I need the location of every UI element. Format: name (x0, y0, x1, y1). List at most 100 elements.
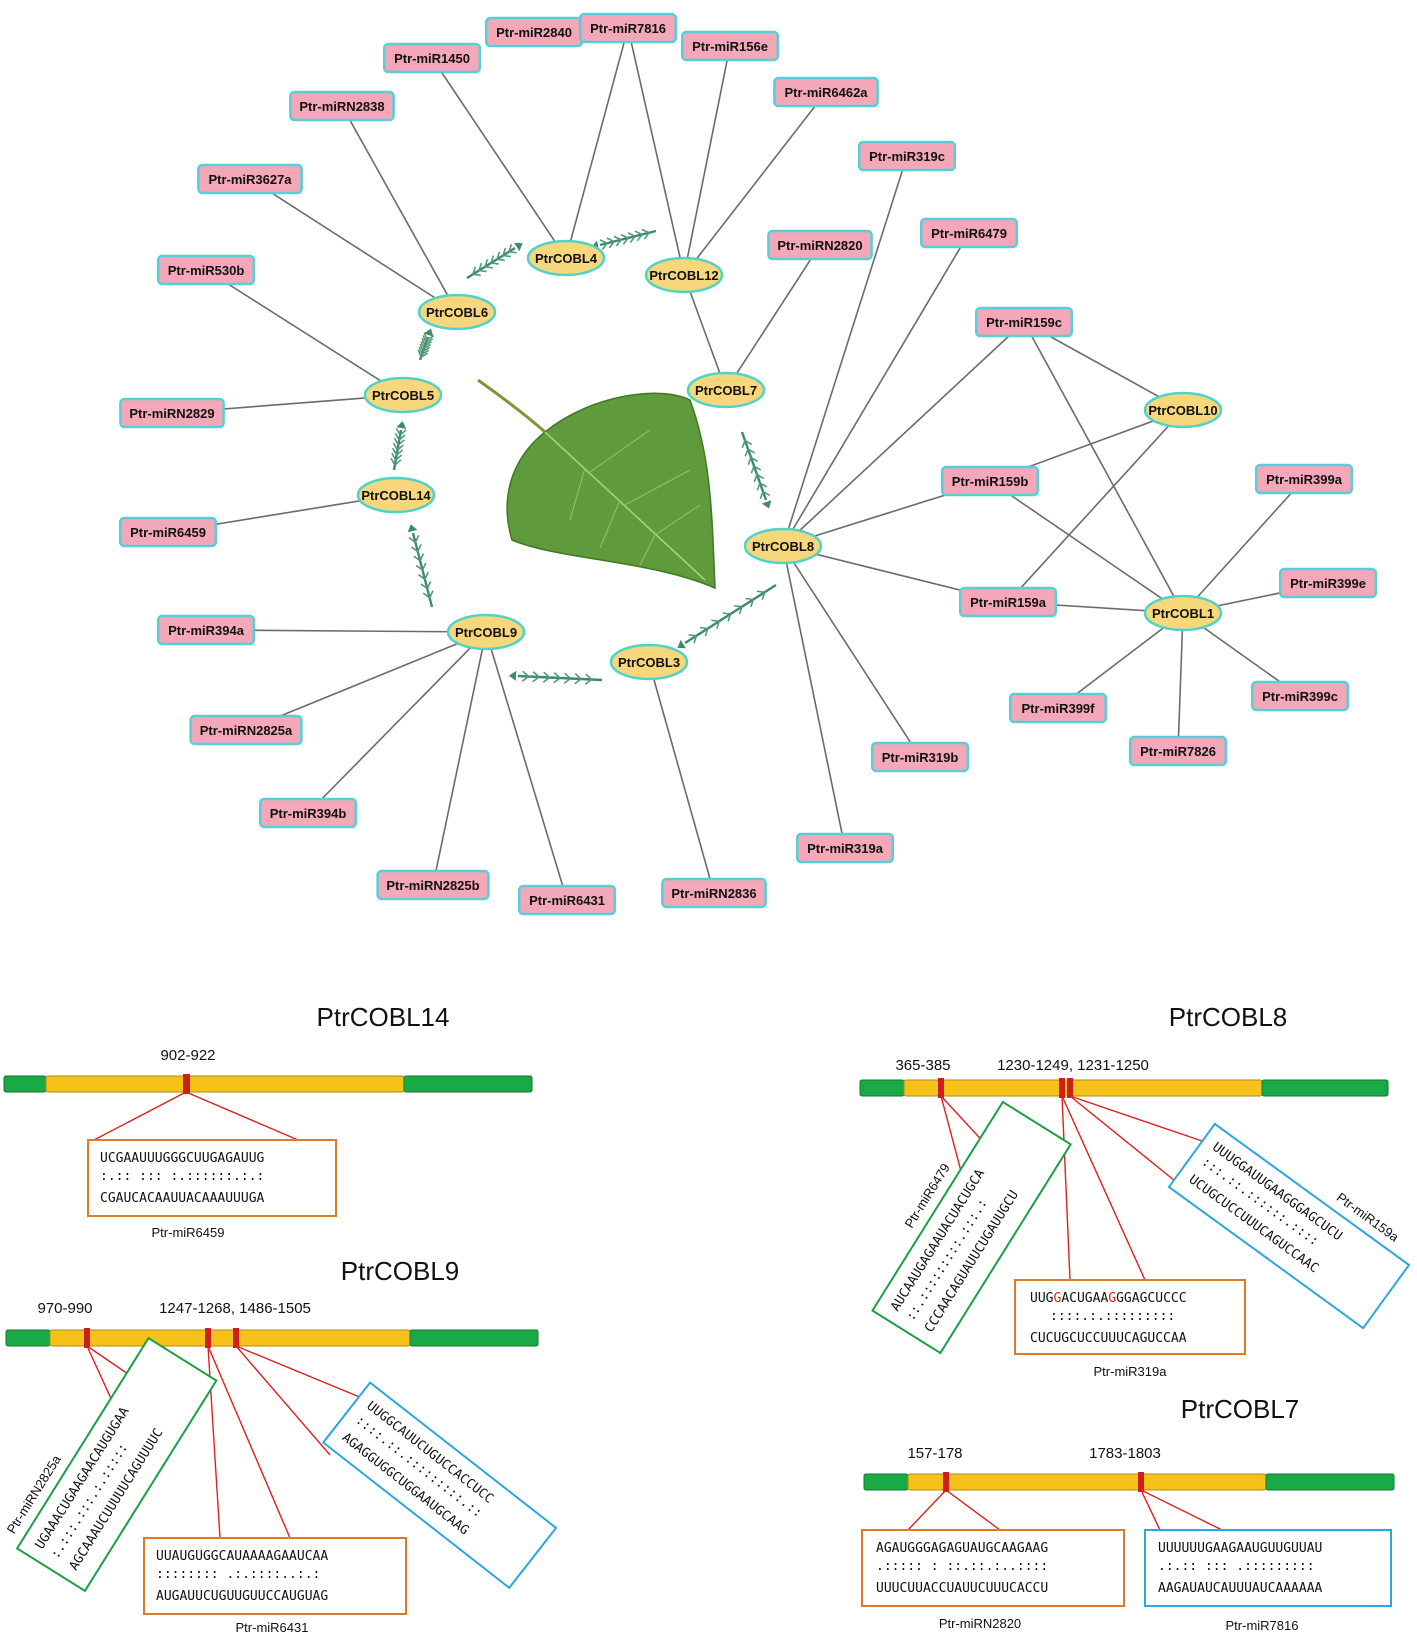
mirna-node: Ptr-miR7826 (1128, 735, 1228, 767)
target-site-marker (183, 1074, 190, 1094)
gene-node: PtrCOBL4 (526, 239, 606, 277)
gene-label: PtrCOBL4 (535, 251, 598, 266)
gene-label: PtrCOBL12 (649, 268, 718, 283)
network-edge (648, 661, 715, 894)
network-edge (307, 631, 487, 814)
mirna-label: Ptr-miR319a (1094, 1364, 1168, 1379)
mirna-node: Ptr-miR159b (940, 465, 1040, 497)
network-edge (249, 178, 458, 313)
mirna-node: Ptr-miR156e (680, 30, 780, 62)
mirna-label: Ptr-miRN2838 (299, 99, 384, 114)
cycle-arrow (509, 670, 603, 685)
target-site-marker (84, 1328, 90, 1348)
mirna-sequence: UUUCUUACCUAUUCUUUCACCU (876, 1581, 1048, 1596)
gene-label: PtrCOBL3 (618, 655, 680, 670)
gene-nodes: PtrCOBL4PtrCOBL12PtrCOBL6PtrCOBL7PtrCOBL… (356, 239, 1223, 681)
site-position: 1783-1803 (1089, 1445, 1161, 1462)
mirna-label: Ptr-miR6479 (931, 226, 1007, 241)
gene-node: PtrCOBL12 (644, 256, 724, 294)
interaction-network: PtrCOBL4PtrCOBL12PtrCOBL6PtrCOBL7PtrCOBL… (118, 12, 1378, 916)
cycle-arrow (677, 583, 777, 649)
panel-title-cobl9: PtrCOBL9 (341, 1256, 460, 1286)
mirna-label: Ptr-miR6431 (529, 893, 605, 908)
gene-label: PtrCOBL1 (1152, 606, 1214, 621)
network-edge (205, 269, 404, 396)
target-site-marker (205, 1328, 211, 1348)
mirna-label: Ptr-miR394b (270, 806, 347, 821)
network-edge (1182, 478, 1305, 614)
alignment-box (87, 1139, 337, 1217)
panel-title-cobl14: PtrCOBL14 (317, 1002, 450, 1032)
mirna-label: Ptr-miR6462a (784, 85, 868, 100)
mirna-label: Ptr-miR7816 (590, 21, 666, 36)
mirna-node: Ptr-miRN2820 (767, 229, 873, 261)
mirna-node: Ptr-miR319c (857, 140, 957, 172)
site-position: 902-922 (160, 1047, 215, 1064)
mirna-node: Ptr-miR399c (1250, 680, 1350, 712)
cycle-arrow (417, 328, 435, 361)
mirna-node: Ptr-miRN2838 (289, 90, 395, 122)
mirna-node: Ptr-miR3627a (197, 163, 303, 195)
gene-label: PtrCOBL8 (752, 539, 814, 554)
mirna-node: Ptr-miR6459 (118, 516, 218, 548)
mirna-label: Ptr-miR159b (952, 474, 1029, 489)
cds (45, 1075, 405, 1093)
mirna-node: Ptr-miR319a (795, 832, 895, 864)
gene-node: PtrCOBL10 (1143, 391, 1223, 429)
cycle-arrow (591, 228, 657, 251)
alignment-box (861, 1529, 1125, 1607)
network-edge (565, 27, 629, 259)
gene-node: PtrCOBL3 (609, 643, 689, 681)
mirna-label: Ptr-miR399e (1290, 576, 1366, 591)
network-edge (1057, 612, 1184, 709)
network-edge (683, 91, 827, 276)
utr-3 (1261, 1079, 1389, 1097)
gene-node: PtrCOBL9 (446, 613, 526, 651)
mirna-node: Ptr-miR399e (1278, 567, 1378, 599)
utr-5 (5, 1329, 51, 1347)
utr-5 (863, 1473, 909, 1491)
cycle-arrows (390, 228, 777, 685)
network-edge (683, 274, 727, 391)
mirna-node: Ptr-miR530b (156, 254, 256, 286)
cds (907, 1473, 1267, 1491)
mirna-label: Ptr-miR7816 (1226, 1618, 1299, 1633)
mirna-node: Ptr-miRN2825b (376, 869, 490, 901)
mrna-sequence: AGAUGGGAGAGUAUGCAAGAAG (876, 1541, 1048, 1556)
network-edge (432, 631, 487, 886)
site-position: 970-990 (37, 1300, 92, 1317)
gene-label: PtrCOBL6 (426, 305, 488, 320)
alignment-box (1014, 1279, 1246, 1355)
network-edge (782, 232, 970, 547)
network-edge (725, 244, 821, 391)
mirna-label: Ptr-miR7826 (1140, 744, 1216, 759)
panel-title-cobl7: PtrCOBL7 (1181, 1394, 1300, 1424)
gene-label: PtrCOBL10 (1148, 403, 1217, 418)
cycle-arrow (740, 431, 772, 509)
mirna-sequence: AAGAUAUCAUUUAUCAAAAAA (1158, 1581, 1323, 1596)
mirna-node: Ptr-miR394a (156, 614, 256, 646)
gene-node: PtrCOBL7 (686, 371, 766, 409)
mirna-sequence: CGAUCACAAUUACAAAUUUGA (100, 1191, 265, 1206)
mirna-label: Ptr-miR159a (970, 595, 1047, 610)
target-site-marker (1138, 1472, 1144, 1492)
gene-node: PtrCOBL14 (356, 476, 436, 514)
utr-3 (1265, 1473, 1395, 1491)
mirna-node: Ptr-miRN2836 (661, 877, 767, 909)
panel-title-cobl8: PtrCOBL8 (1169, 1002, 1288, 1032)
network-edge (782, 545, 846, 849)
network-edge (1023, 321, 1184, 614)
mirna-label: Ptr-miR399f (1022, 701, 1096, 716)
target-site-marker (943, 1472, 949, 1492)
site-position: 1230-1249, 1231-1250 (997, 1057, 1149, 1074)
mirna-node: Ptr-miR399f (1008, 692, 1108, 724)
mirna-label: Ptr-miR6459 (152, 1225, 225, 1240)
mirna-label: Ptr-miR394a (168, 623, 245, 638)
mrna-sequence: UUAUGUGGCAUAAAAGAAUCAA (156, 1549, 328, 1564)
network-edge (782, 545, 921, 758)
gene-label: PtrCOBL9 (455, 625, 517, 640)
poplar-leaf-image (477, 378, 716, 590)
mirna-label: Ptr-miR399a (1266, 472, 1343, 487)
mirna-node: Ptr-miR7816 (578, 12, 678, 44)
mirna-sequence: CUCUGCUCCUUUCAGUCCAA (1030, 1331, 1187, 1346)
